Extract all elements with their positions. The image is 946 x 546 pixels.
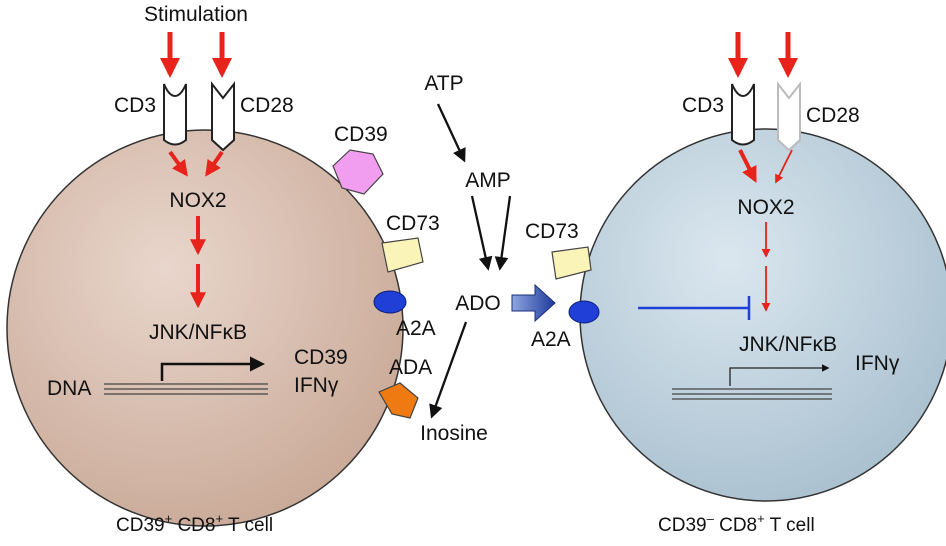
right-cell-body [579,128,946,502]
cd28-label-right: CD28 [806,104,860,127]
a2a-receptor-right [568,300,600,324]
cd73-label-right: CD73 [525,220,579,243]
cd39-enzyme [332,149,384,195]
cd3-receptor-left [163,83,187,146]
inosine-label: Inosine [420,422,488,445]
nox2-label-right: NOX2 [737,196,794,219]
ado-to-a2a-arrow [511,283,556,323]
arrow-amp-ado-1 [470,195,493,271]
left-caption-part-3: T cell [223,515,273,536]
cd3-receptor-right [731,83,755,146]
dna-strands-left [104,383,268,395]
cd28-receptor-right [777,81,801,152]
right-caption-sup-2: + [757,511,765,526]
a2a-label-right: A2A [531,328,571,351]
stimulation-label: Stimulation [144,3,248,26]
left-caption-sup-1: + [165,511,173,526]
transcription-arrow-right [729,364,830,386]
jnk-label-left: JNK/NFκB [149,321,247,344]
right-caption-part-2: CD8 [714,515,757,536]
left-caption-part-2: CD8 [172,515,215,536]
right-caption-sup-1: – [707,511,715,526]
a2a-receptor-left [373,290,407,314]
cd3-label-right: CD3 [682,94,724,117]
cd73-enzyme-right [551,246,592,280]
arrow-amp-ado-2 [494,195,512,271]
atp-label: ATP [424,72,463,95]
dna-label: DNA [47,377,91,400]
right-caption-part-1: CD39 [658,515,707,536]
dna-strands-right [672,388,832,400]
left-caption-part-1: CD39 [116,515,165,536]
ada-label: ADA [389,356,432,379]
transcription-arrow-left [160,356,265,381]
ifng-label-right: IFNγ [855,352,900,375]
arrow-cd28-nox2-left [205,150,224,177]
ifng-label-left: IFNγ [294,374,339,397]
cd28-label-left: CD28 [240,94,294,117]
arrow-cd3-nox2-left [168,150,188,177]
cd3-label-left: CD3 [114,94,156,117]
left-caption-sup-2: + [215,511,223,526]
ada-enzyme [378,382,419,419]
cd73-label-left: CD73 [386,212,440,235]
cd28-receptor-left [211,81,235,152]
left-cell-caption: CD39+ CD8+ T cell [116,511,273,536]
cd39-gene-label: CD39 [294,346,348,369]
nox2-label-left: NOX2 [169,189,226,212]
jnk-label-right: JNK/NFκB [739,333,837,356]
arrow-cd3-nox2-right [738,149,757,183]
arrow-ado-inosine [429,321,468,419]
amp-label: AMP [465,169,511,192]
cd39-label: CD39 [334,123,388,146]
arrow-cd28-nox2-right [775,149,793,184]
left-cell-body [6,129,404,527]
arrow-atp-amp [436,103,466,163]
right-cell-caption: CD39– CD8+ T cell [658,511,815,536]
ado-label: ADO [455,292,501,315]
right-caption-part-3: T cell [765,515,815,536]
cd73-enzyme-left [381,237,424,273]
a2a-label-left: A2A [396,317,436,340]
